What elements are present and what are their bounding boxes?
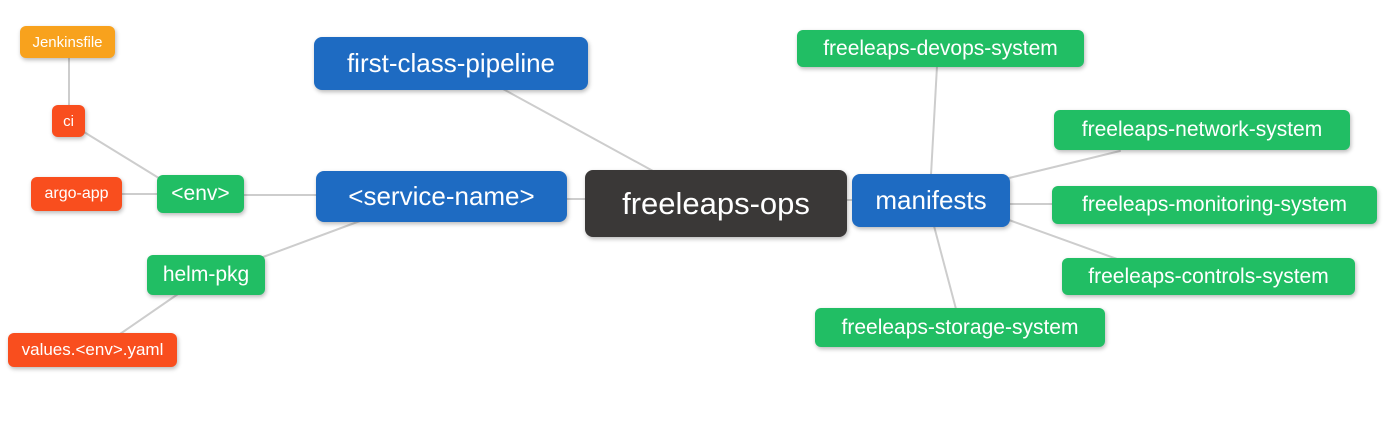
- node-ci[interactable]: ci: [52, 105, 85, 137]
- node-argo-app[interactable]: argo-app: [31, 177, 122, 211]
- node-values-env-yaml[interactable]: values.<env>.yaml: [8, 333, 177, 367]
- node-freeleaps-network-system[interactable]: freeleaps-network-system: [1054, 110, 1350, 150]
- node-helm-pkg[interactable]: helm-pkg: [147, 255, 265, 295]
- edge-ci-to-env: [83, 131, 163, 181]
- node-first-class-pipeline[interactable]: first-class-pipeline: [314, 37, 588, 90]
- node-jenkinsfile[interactable]: Jenkinsfile: [20, 26, 115, 58]
- node-freeleaps-storage-system[interactable]: freeleaps-storage-system: [815, 308, 1105, 347]
- edge-first-class-pipeline-to-freeleaps-ops: [502, 88, 654, 172]
- edge-manifests-to-freeleaps-network-system: [1008, 150, 1121, 179]
- node-freeleaps-monitoring-system[interactable]: freeleaps-monitoring-system: [1052, 186, 1377, 224]
- node-service-name[interactable]: <service-name>: [316, 171, 567, 222]
- edge-helm-pkg-to-values-env-yaml: [119, 293, 179, 335]
- node-manifests[interactable]: manifests: [852, 174, 1010, 227]
- node-freeleaps-controls-system[interactable]: freeleaps-controls-system: [1062, 258, 1355, 295]
- node-freeleaps-devops-system[interactable]: freeleaps-devops-system: [797, 30, 1084, 67]
- node-env[interactable]: <env>: [157, 175, 244, 213]
- edge-service-name-to-helm-pkg: [262, 220, 361, 258]
- node-freeleaps-ops[interactable]: freeleaps-ops: [585, 170, 847, 237]
- edge-manifests-to-freeleaps-devops-system: [930, 65, 938, 176]
- edge-manifests-to-freeleaps-controls-system: [1008, 219, 1118, 260]
- edge-manifests-to-freeleaps-storage-system: [933, 225, 957, 310]
